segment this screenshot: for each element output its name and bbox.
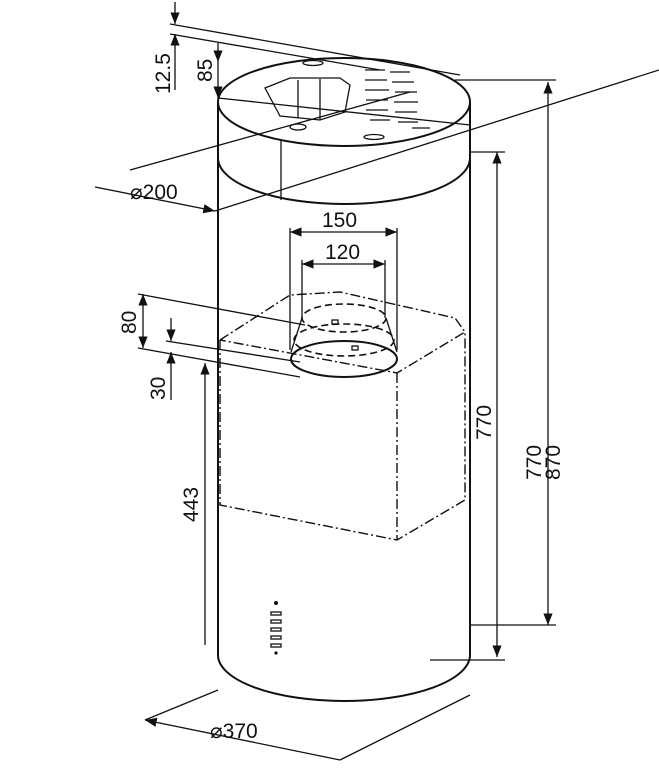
- dim-80-label: 80: [118, 311, 141, 334]
- control-panel: [270, 601, 282, 655]
- dim-150-label: 150: [322, 209, 357, 232]
- outlet-spigot: [290, 303, 398, 378]
- control-button: [270, 627, 282, 632]
- dim-770-label: 770: [523, 445, 546, 480]
- dim-12-5-label: 12.5: [152, 53, 175, 94]
- dim-770-inner-label: 770: [473, 405, 496, 440]
- dim-30-label: 30: [147, 377, 170, 400]
- control-button: [270, 611, 282, 616]
- dimension-lines: [94, 2, 659, 761]
- top-plate-details: [264, 59, 430, 141]
- motor-box: [219, 291, 467, 541]
- dim-200-label: ⌀200: [130, 181, 178, 204]
- dim-370-label: ⌀370: [210, 720, 258, 743]
- control-button: [270, 635, 282, 640]
- dim-870-label: 870: [542, 445, 565, 480]
- dim-443-label: 443: [180, 487, 203, 522]
- control-button: [270, 643, 282, 648]
- dim-120-label: 120: [325, 241, 360, 264]
- indicator-light-icon: [274, 601, 278, 605]
- dim-85-label: 85: [194, 59, 217, 82]
- control-button: [270, 619, 282, 624]
- hood-body: [217, 57, 471, 702]
